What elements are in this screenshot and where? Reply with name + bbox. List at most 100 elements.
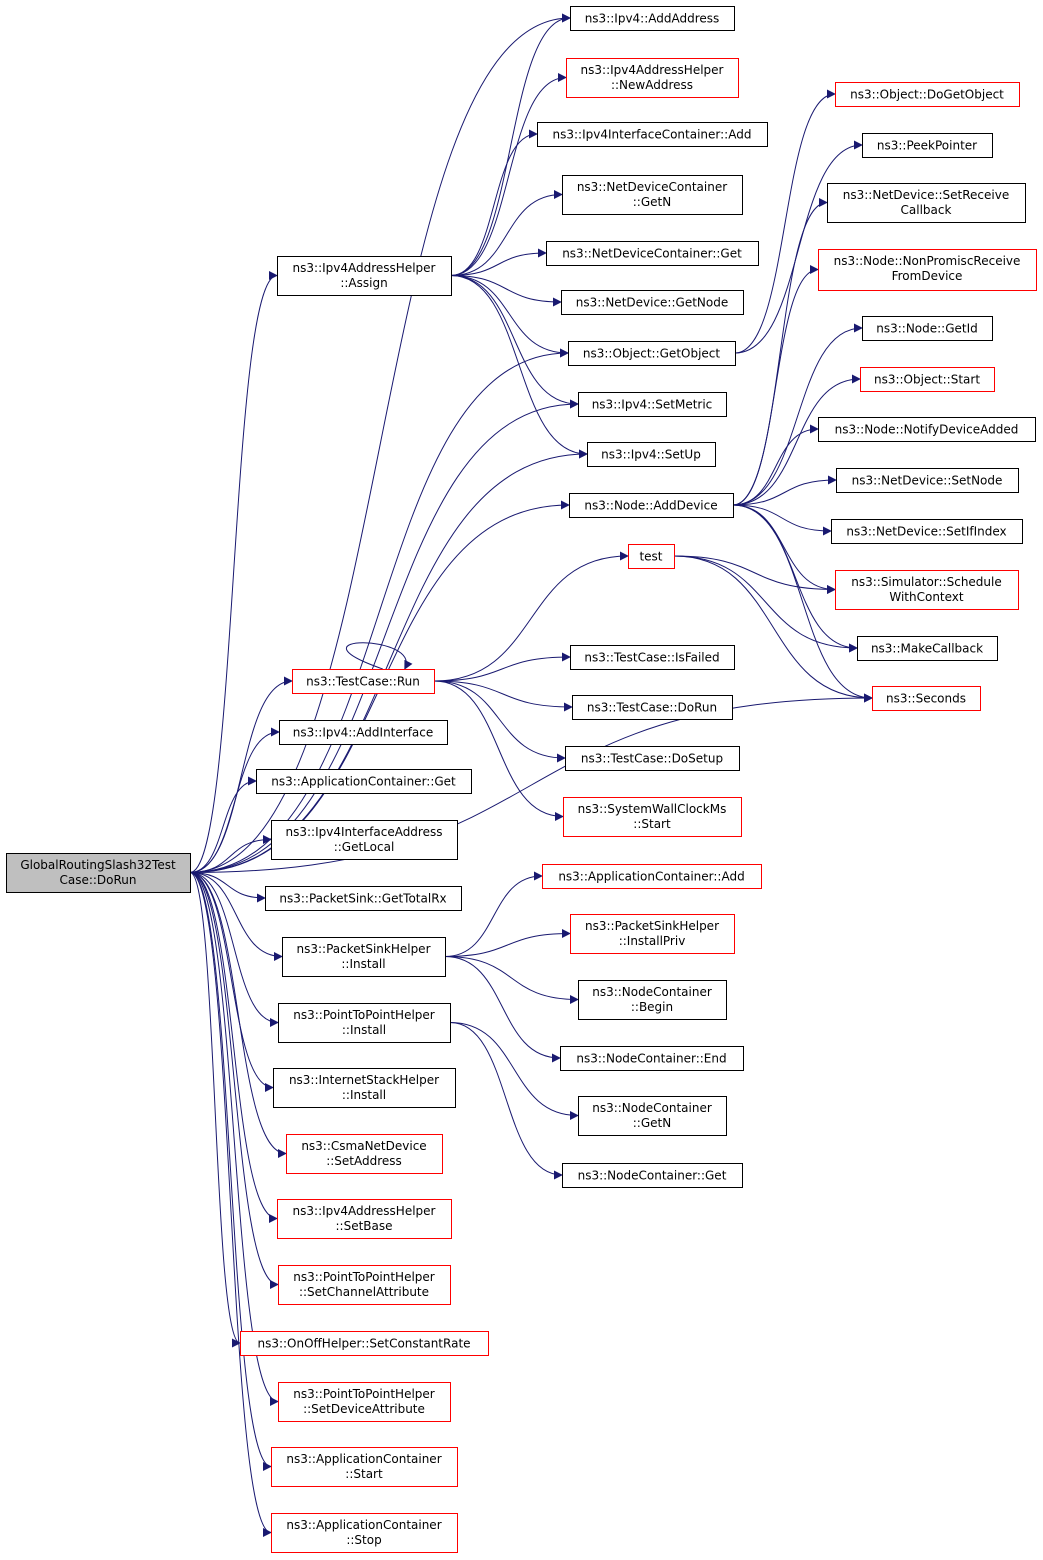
node-label: ns3::NetDevice::SetNode bbox=[852, 474, 1003, 488]
edge-root-to-appcontainer-stop bbox=[189, 872, 272, 1537]
node-nodecontainer-get[interactable]: ns3::NodeContainer::Get bbox=[562, 1163, 743, 1188]
node-test[interactable]: test bbox=[628, 544, 675, 569]
node-ipv4addrhelper-newaddress[interactable]: ns3::Ipv4AddressHelper::NewAddress bbox=[566, 58, 739, 98]
node-label: ::Install bbox=[342, 1023, 386, 1037]
node-ipv4ifaddress-getlocal[interactable]: ns3::Ipv4InterfaceAddress::GetLocal bbox=[271, 820, 458, 860]
node-box bbox=[563, 797, 742, 837]
node-box bbox=[836, 468, 1019, 493]
edge-root-to-object-getobject bbox=[189, 348, 569, 873]
edge-root-to-ipv4addrhelper-setbase bbox=[189, 872, 278, 1223]
node-node-getid[interactable]: ns3::Node::GetId bbox=[862, 316, 993, 341]
node-label: ns3::NodeContainer::End bbox=[576, 1052, 726, 1066]
node-label: ns3::Seconds bbox=[886, 692, 966, 706]
node-csmanetdevice-setaddress[interactable]: ns3::CsmaNetDevice::SetAddress bbox=[286, 1134, 443, 1174]
node-label: ::Install bbox=[342, 1088, 386, 1102]
node-testcase-dosetup[interactable]: ns3::TestCase::DoSetup bbox=[565, 746, 740, 771]
node-label: ns3::PacketSinkHelper bbox=[296, 942, 430, 956]
node-ipv4-addaddress[interactable]: ns3::Ipv4::AddAddress bbox=[570, 6, 735, 31]
node-testcase-run[interactable]: ns3::TestCase::Run bbox=[292, 669, 435, 694]
node-label: ns3::MakeCallback bbox=[871, 642, 983, 656]
node-node-notifydeviceadded[interactable]: ns3::Node::NotifyDeviceAdded bbox=[818, 417, 1036, 442]
node-label: ns3::Ipv4InterfaceContainer::Add bbox=[553, 128, 752, 142]
node-label: ::Assign bbox=[340, 276, 387, 290]
node-makecallback[interactable]: ns3::MakeCallback bbox=[857, 636, 998, 661]
node-onoffhelper-setconstantrate[interactable]: ns3::OnOffHelper::SetConstantRate bbox=[240, 1331, 489, 1356]
node-nodecontainer-end[interactable]: ns3::NodeContainer::End bbox=[560, 1046, 744, 1071]
node-label: ns3::Object::Start bbox=[874, 373, 980, 387]
node-seconds[interactable]: ns3::Seconds bbox=[872, 686, 981, 711]
node-label: ::Start bbox=[345, 1467, 383, 1481]
node-packetsinkhelper-installpriv[interactable]: ns3::PacketSinkHelper::InstallPriv bbox=[570, 914, 735, 954]
edge-ipv4addrhelper-assign-to-ipv4-addaddress bbox=[450, 13, 571, 276]
node-label: ns3::ApplicationContainer::Get bbox=[271, 775, 456, 789]
node-systemwallclock-start[interactable]: ns3::SystemWallClockMs::Start bbox=[563, 797, 742, 837]
node-nodecontainer-getn[interactable]: ns3::NodeContainer::GetN bbox=[578, 1096, 727, 1136]
node-box bbox=[568, 341, 736, 366]
node-peekpointer[interactable]: ns3::PeekPointer bbox=[862, 133, 993, 158]
node-box bbox=[565, 746, 740, 771]
node-object-dogetobject[interactable]: ns3::Object::DoGetObject bbox=[835, 82, 1020, 107]
node-internetstackhelper-install[interactable]: ns3::InternetStackHelper::Install bbox=[273, 1068, 456, 1108]
node-box bbox=[587, 442, 716, 467]
node-label: ns3::CsmaNetDevice bbox=[301, 1139, 426, 1153]
node-box bbox=[271, 1513, 458, 1553]
edge-packetsinkhelper-install-to-appcontainer-add bbox=[444, 871, 543, 957]
node-packetsinkhelper-install[interactable]: ns3::PacketSinkHelper::Install bbox=[282, 937, 446, 977]
node-nodecontainer-begin[interactable]: ns3::NodeContainer::Begin bbox=[578, 980, 727, 1020]
node-netdevcontainer-get[interactable]: ns3::NetDeviceContainer::Get bbox=[546, 241, 759, 266]
node-appcontainer-add[interactable]: ns3::ApplicationContainer::Add bbox=[542, 864, 762, 889]
edge-ipv4addrhelper-assign-to-netdevcontainer-get bbox=[450, 248, 547, 276]
edge-testcase-run-to-testcase-dosetup bbox=[433, 680, 566, 763]
edge-root-to-ipv4-setmetric bbox=[189, 399, 579, 873]
edge-node-adddevice-to-simulator-schedulewithcontext bbox=[732, 504, 836, 594]
node-box bbox=[6, 853, 191, 893]
node-netdevice-setnode[interactable]: ns3::NetDevice::SetNode bbox=[836, 468, 1019, 493]
edge-root-to-seconds bbox=[189, 693, 873, 873]
node-packetsink-gettotalrx[interactable]: ns3::PacketSink::GetTotalRx bbox=[265, 886, 462, 911]
node-box bbox=[562, 1163, 743, 1188]
node-netdevice-getnode[interactable]: ns3::NetDevice::GetNode bbox=[561, 290, 744, 315]
node-box bbox=[578, 980, 727, 1020]
node-ipv4-setup[interactable]: ns3::Ipv4::SetUp bbox=[587, 442, 716, 467]
node-label: ns3::Ipv4::AddAddress bbox=[585, 12, 720, 26]
node-netdevice-setifindex[interactable]: ns3::NetDevice::SetIfIndex bbox=[831, 519, 1023, 544]
node-ipv4ifcontainer-add[interactable]: ns3::Ipv4InterfaceContainer::Add bbox=[537, 122, 768, 147]
node-label: ::SetChannelAttribute bbox=[299, 1285, 429, 1299]
edge-node-adddevice-to-netdevice-setifindex bbox=[732, 504, 832, 536]
edge-test-to-makecallback bbox=[673, 555, 858, 653]
node-box bbox=[273, 1068, 456, 1108]
node-label: ns3::NetDevice::SetReceive bbox=[843, 188, 1009, 202]
node-p2phelper-install[interactable]: ns3::PointToPointHelper::Install bbox=[278, 1003, 451, 1043]
edge-packetsinkhelper-install-to-nodecontainer-begin bbox=[444, 956, 579, 1004]
node-box bbox=[566, 58, 739, 98]
node-netdevcontainer-getn[interactable]: ns3::NetDeviceContainer::GetN bbox=[562, 175, 743, 215]
node-appcontainer-start[interactable]: ns3::ApplicationContainer::Start bbox=[271, 1447, 458, 1487]
node-label: ns3::PointToPointHelper bbox=[293, 1008, 435, 1022]
node-ipv4-setmetric[interactable]: ns3::Ipv4::SetMetric bbox=[578, 392, 727, 417]
node-ipv4addrhelper-assign[interactable]: ns3::Ipv4AddressHelper::Assign bbox=[277, 256, 452, 296]
node-box bbox=[570, 914, 735, 954]
node-box bbox=[862, 316, 993, 341]
node-appcontainer-get[interactable]: ns3::ApplicationContainer::Get bbox=[256, 769, 472, 794]
node-label: ns3::Node::AddDevice bbox=[584, 499, 717, 513]
node-box bbox=[277, 1199, 452, 1239]
node-object-start[interactable]: ns3::Object::Start bbox=[860, 367, 995, 392]
node-testcase-dorun[interactable]: ns3::TestCase::DoRun bbox=[572, 695, 733, 720]
node-p2phelper-setchannelattr[interactable]: ns3::PointToPointHelper::SetChannelAttri… bbox=[278, 1265, 451, 1305]
node-appcontainer-stop[interactable]: ns3::ApplicationContainer::Stop bbox=[271, 1513, 458, 1553]
node-label: ns3::TestCase::DoRun bbox=[587, 701, 717, 715]
node-p2phelper-setdeviceattr[interactable]: ns3::PointToPointHelper::SetDeviceAttrib… bbox=[278, 1382, 451, 1422]
node-testcase-isfailed[interactable]: ns3::TestCase::IsFailed bbox=[570, 645, 735, 670]
node-object-getobject[interactable]: ns3::Object::GetObject bbox=[568, 341, 736, 366]
edge-ipv4addrhelper-assign-to-ipv4-setmetric bbox=[450, 275, 579, 409]
node-ipv4-addinterface[interactable]: ns3::Ipv4::AddInterface bbox=[279, 720, 448, 745]
node-label: ns3::InternetStackHelper bbox=[289, 1073, 439, 1087]
node-ipv4addrhelper-setbase[interactable]: ns3::Ipv4AddressHelper::SetBase bbox=[277, 1199, 452, 1239]
edge-test-to-simulator-schedulewithcontext bbox=[673, 555, 836, 594]
node-box bbox=[857, 636, 998, 661]
node-node-adddevice[interactable]: ns3::Node::AddDevice bbox=[569, 493, 734, 518]
